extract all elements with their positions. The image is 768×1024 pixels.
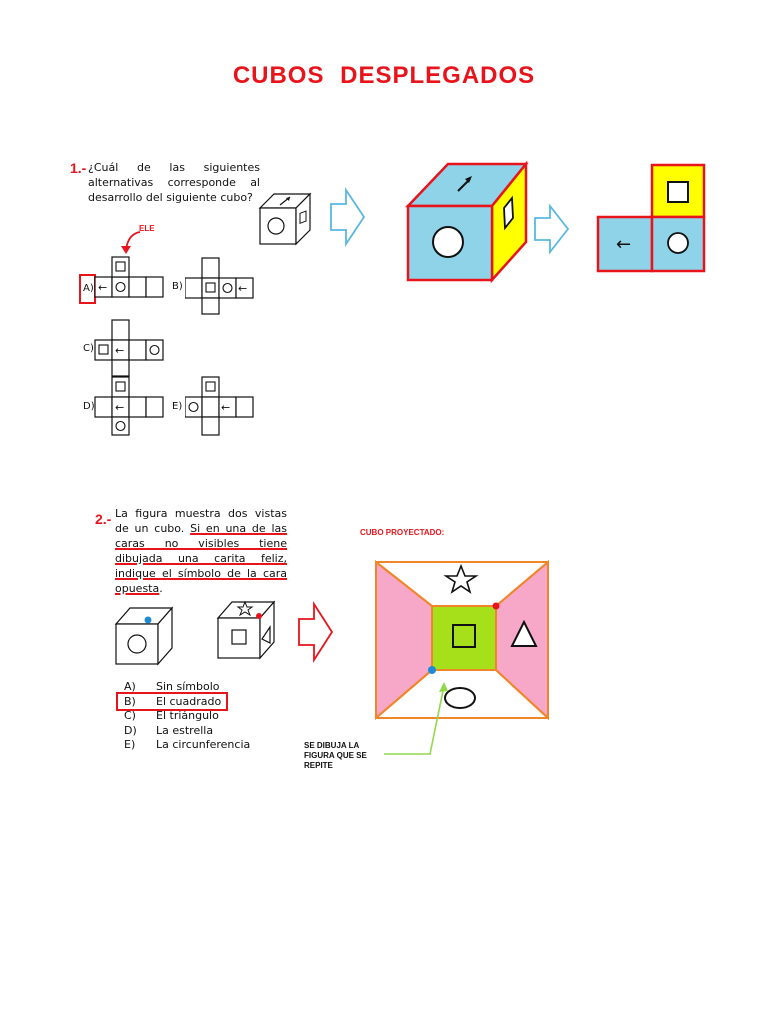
option-text: El cuadrado	[156, 694, 222, 708]
q1-arrow-right-icon	[330, 187, 366, 247]
projected-cube-label: CUBO PROYECTADO:	[360, 528, 445, 537]
page-title: CUBOS DESPLEGADOS	[232, 62, 536, 89]
option-a-label[interactable]: A)	[83, 283, 94, 294]
option-d-net[interactable]: ←	[93, 375, 173, 437]
q2-option-c[interactable]: C) El triángulo	[124, 709, 250, 724]
q2-arrow-right-icon	[298, 601, 334, 663]
q2-cube-view-1	[114, 606, 174, 666]
arrow-glyph: ←	[616, 234, 631, 255]
q1-number: 1.-	[70, 160, 87, 176]
q2-number: 2.-	[95, 511, 112, 527]
q1-arrow-right-icon-2	[534, 203, 570, 255]
q2-text: La figura muestra dos vistas de un cubo.…	[115, 506, 287, 596]
option-text: Sin símbolo	[156, 680, 220, 693]
q2-text-underlined: Si en una de las caras no visibles tiene…	[115, 522, 287, 595]
q2-projected-cube	[375, 560, 549, 720]
option-letter: E)	[124, 738, 136, 751]
option-letter: D)	[124, 723, 137, 737]
option-b-net[interactable]: ←	[185, 256, 265, 316]
option-d-label[interactable]: D)	[83, 401, 95, 412]
note-text: SE DIBUJA LA FIGURA QUE SE REPITE	[304, 741, 367, 770]
q1-unfolded-faces: ←	[596, 163, 706, 273]
arrow-glyph: ←	[98, 281, 107, 294]
selected-option-highlight	[116, 692, 228, 711]
q2-text-plain: La figura muestra dos vistas de un cubo.	[115, 507, 287, 535]
option-text: La circunferencia	[156, 738, 251, 751]
q1-text: ¿Cuál de las siguientes alternativas cor…	[88, 161, 260, 204]
option-e-label[interactable]: E)	[172, 401, 183, 412]
arrow-glyph: ←	[238, 282, 247, 295]
q2-option-a[interactable]: A) Sin símbolo	[124, 680, 250, 695]
arrow-glyph: ←	[115, 344, 124, 357]
option-e-net[interactable]: ←	[185, 375, 265, 437]
q2-options-list: A) Sin símbolo B) El cuadrado C) El triángu…	[124, 680, 250, 753]
q2-cube-view-2	[216, 600, 276, 660]
q2-option-b[interactable]: B) El cuadrado	[124, 695, 250, 710]
option-a-net[interactable]: ←	[78, 255, 173, 311]
q2-option-e[interactable]: E) La circunferencia	[124, 738, 250, 753]
option-letter: B)	[124, 694, 136, 708]
ele-pointer-arrow	[121, 231, 141, 254]
option-letter: A)	[124, 680, 136, 693]
option-text: El triángulo	[156, 709, 219, 722]
option-b-label[interactable]: B)	[172, 281, 183, 292]
arrow-glyph: ←	[221, 401, 230, 414]
pointer-line	[384, 682, 448, 755]
q1-colored-cube	[405, 160, 529, 284]
q1-small-cube	[258, 192, 312, 246]
arrow-glyph: ←	[115, 401, 124, 414]
option-c-net[interactable]: ←	[93, 318, 173, 378]
ele-label: ELE	[139, 224, 155, 233]
option-text: La estrella	[156, 723, 214, 737]
q2-option-d[interactable]: D) La estrella	[124, 724, 250, 739]
option-c-label[interactable]: C)	[83, 343, 94, 354]
q2-text-end: .	[159, 582, 163, 595]
option-letter: C)	[124, 709, 136, 722]
